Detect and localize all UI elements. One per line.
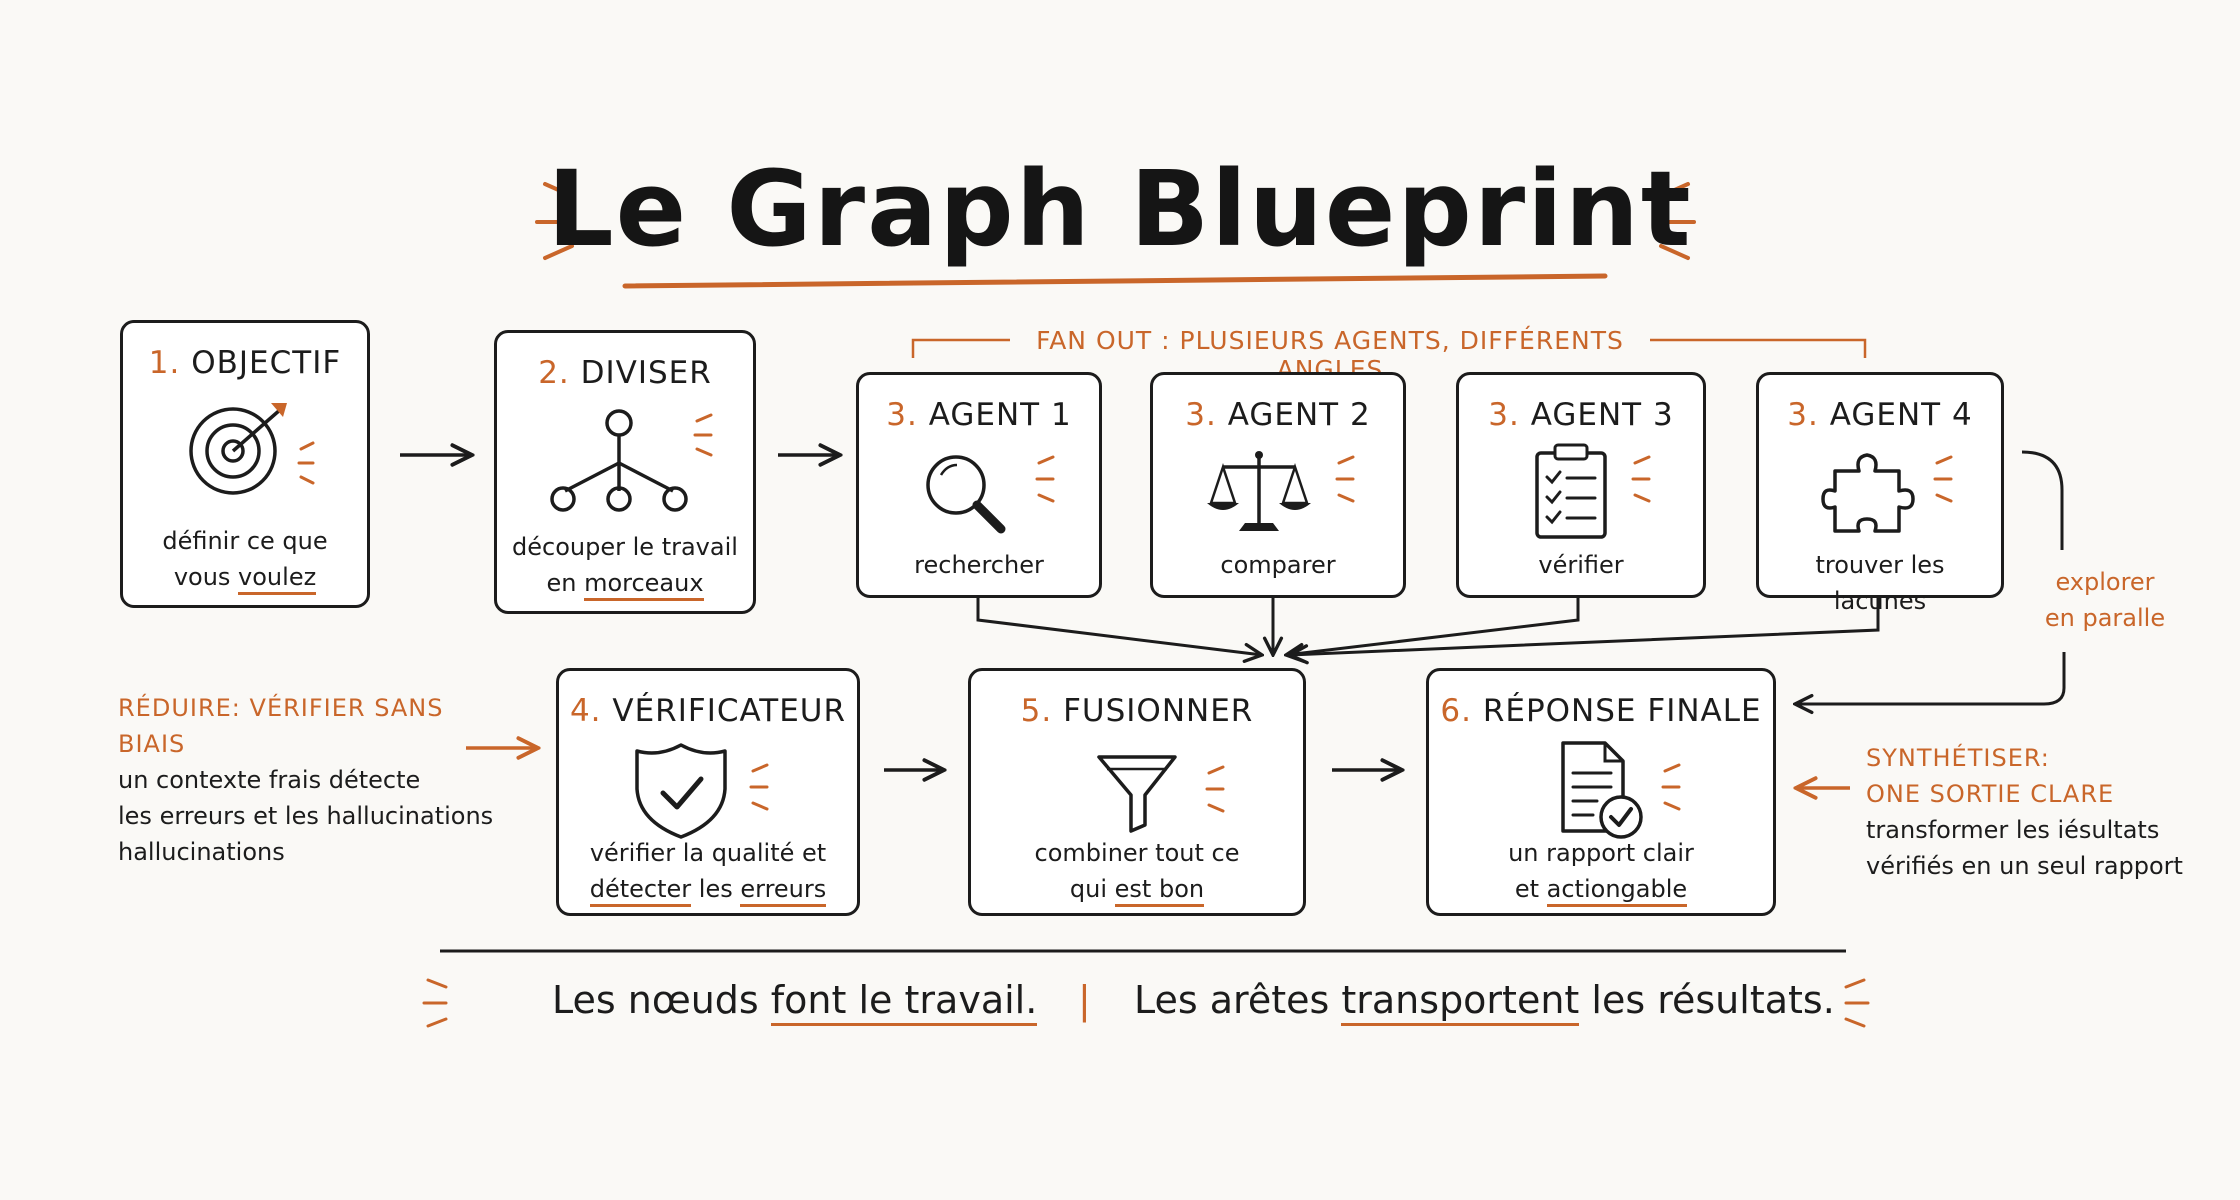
- node-description: comparer: [1220, 551, 1336, 579]
- page-title: Le Graph Blueprint: [547, 148, 1693, 270]
- node-heading: 3. AGENT 1: [886, 397, 1072, 433]
- reduire-note: RÉDUIRE: VÉRIFIER SANS BIAIS un contexte…: [118, 694, 494, 866]
- puzzle-icon: [1821, 453, 1953, 533]
- title-spark-left: [535, 182, 574, 260]
- node-objectif: 1. OBJECTIF définir ce que vous voulez: [120, 320, 370, 608]
- footer-left: Les nœuds font le travail.: [552, 975, 1038, 1026]
- node-heading: 3. AGENT 4: [1787, 397, 1973, 433]
- node-description: vérifier: [1538, 551, 1624, 579]
- title-underline: [622, 273, 1608, 289]
- node-reponse-finale: 6. RÉPONSE FINALE un rapport clair et ac…: [1426, 668, 1776, 916]
- target-icon: [189, 403, 315, 495]
- node-agent-2: 3. AGENT 2 comparer: [1150, 372, 1406, 598]
- agents-merge-lines: [976, 598, 1880, 655]
- checklist-icon: [1535, 443, 1651, 539]
- node-description: définir ce que vous voulez: [133, 523, 357, 595]
- title-spark-right: [1659, 182, 1696, 260]
- node-description: vérifier la qualité et détecter les erre…: [569, 835, 847, 907]
- node-description: découper le travail en morceaux: [507, 529, 743, 601]
- scales-icon: [1207, 451, 1355, 531]
- footer-spark-left: [422, 978, 448, 1028]
- node-agent-3: 3. AGENT 3 vérifier: [1456, 372, 1706, 598]
- footer-right: Les arêtes transportent les résultats.: [1134, 975, 1835, 1026]
- node-agent-4: 3. AGENT 4 trouver les lacunes: [1756, 372, 2004, 615]
- shield-check-icon: [635, 743, 769, 839]
- explorer-return-arrow: [2021, 450, 2064, 550]
- document-check-icon: [1561, 741, 1681, 839]
- node-heading: 5. FUSIONNER: [1020, 693, 1254, 729]
- explorer-down-arrow: [1795, 652, 2066, 704]
- node-heading: 4. VÉRIFICATEUR: [569, 693, 847, 729]
- node-description: combiner tout ce qui est bon: [981, 835, 1293, 907]
- footer-separator: |: [1078, 978, 1091, 1022]
- node-heading: 3. AGENT 2: [1185, 397, 1371, 433]
- node-heading: 1. OBJECTIF: [148, 345, 342, 381]
- funnel-icon: [1097, 755, 1225, 833]
- explorer-note: explorer en paralle: [2044, 568, 2166, 632]
- node-description: un rapport clair et actiongable: [1439, 835, 1763, 907]
- magnifier-icon: [926, 455, 1055, 534]
- node-diviser: 2. DIVISER découper le travail en morcea…: [494, 330, 756, 614]
- node-verificateur: 4. VÉRIFICATEUR vérifier la qualité et d…: [556, 668, 860, 916]
- node-heading: 2. DIVISER: [538, 355, 712, 391]
- node-description: rechercher: [914, 551, 1044, 579]
- node-fusionner: 5. FUSIONNER combiner tout ce qui est bo…: [968, 668, 1306, 916]
- footer-spark-right: [1844, 978, 1870, 1028]
- tree-icon: [550, 409, 713, 512]
- node-agent-1: 3. AGENT 1 rechercher: [856, 372, 1102, 598]
- node-description: trouver les lacunes: [1815, 551, 1945, 615]
- node-heading: 3. AGENT 3: [1488, 397, 1674, 433]
- synthetiser-note: SYNTHÉTISER: ONE SORTIE CLARE transforme…: [1866, 744, 2183, 880]
- node-heading: 6. RÉPONSE FINALE: [1440, 693, 1762, 729]
